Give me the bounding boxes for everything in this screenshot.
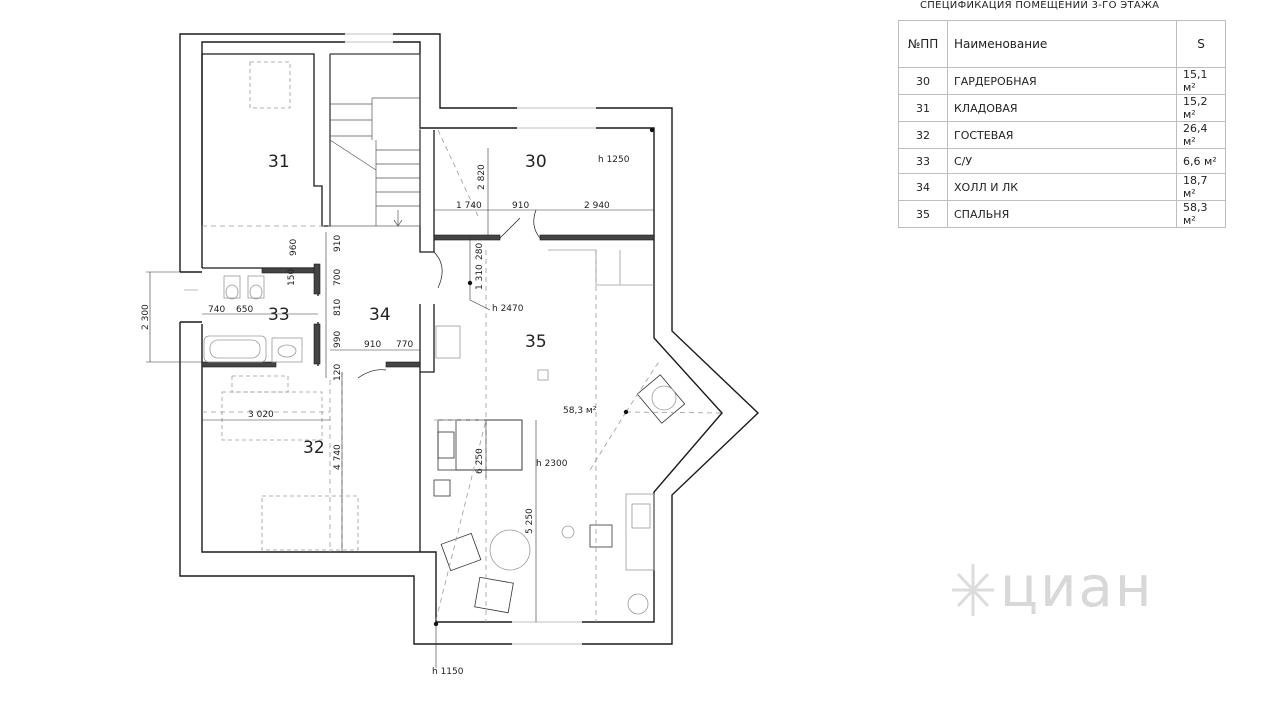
row-name: ХОЛЛ И ЛК	[947, 173, 1177, 201]
table-row: 31 КЛАДОВАЯ 15,2 м²	[898, 94, 1226, 122]
height-label: h 2470	[492, 304, 524, 314]
dim-label: 770	[396, 340, 413, 350]
row-num: 34	[898, 173, 948, 201]
furniture	[202, 61, 723, 622]
row-name: СПАЛЬНЯ	[947, 200, 1177, 228]
dim-label: 5 250	[525, 508, 535, 534]
room-30-label: 30	[525, 152, 547, 172]
dim-label: 150	[287, 269, 297, 286]
dim-label: 2 940	[584, 201, 610, 211]
table-row: 30 ГАРДЕРОБНАЯ 15,1 м²	[898, 67, 1226, 95]
row-area: 18,7 м²	[1176, 173, 1226, 201]
room-33-label: 33	[268, 305, 290, 325]
table-row: 34 ХОЛЛ И ЛК 18,7 м²	[898, 173, 1226, 201]
header-area: S	[1176, 20, 1226, 68]
dim-label: 990	[333, 331, 343, 348]
row-area: 15,1 м²	[1176, 67, 1226, 95]
dim-label: 2 820	[477, 164, 487, 190]
dim-label: 6 250	[475, 448, 485, 474]
row-num: 30	[898, 67, 948, 95]
height-label: h 1250	[598, 155, 630, 165]
room-labels: 30 31 32 33 34 35 58,3 м²	[268, 152, 597, 458]
header-name: Наименование	[947, 20, 1177, 68]
dim-label: 120	[333, 364, 343, 381]
row-num: 35	[898, 200, 948, 228]
dim-label: 910	[512, 201, 529, 211]
dim-label: 960	[289, 239, 299, 256]
row-num: 31	[898, 94, 948, 122]
row-name: ГОСТЕВАЯ	[947, 121, 1177, 149]
row-area: 15,2 м²	[1176, 94, 1226, 122]
row-name: ГАРДЕРОБНАЯ	[947, 67, 1177, 95]
staircase	[329, 53, 421, 227]
spec-title: СПЕЦИФИКАЦИЯ ПОМЕЩЕНИЙ 3-ГО ЭТАЖА	[920, 0, 1160, 11]
height-labels: h 1250 h 2470 h 2300 h 1150	[432, 155, 630, 677]
dim-label: 4 740	[333, 444, 343, 470]
dim-label: 810	[333, 299, 343, 316]
dim-label: 650	[236, 305, 253, 315]
watermark: циан	[1000, 555, 1154, 620]
table-row: 33 С/У 6,6 м²	[898, 148, 1226, 174]
height-label: h 1150	[432, 667, 464, 677]
dim-label: 280	[475, 243, 485, 260]
height-label: h 2300	[536, 459, 568, 469]
dimension-lines	[146, 148, 654, 622]
dim-label: 700	[333, 269, 343, 286]
spec-header-row: №ПП Наименование S	[898, 20, 1226, 68]
row-area: 6,6 м²	[1176, 148, 1226, 174]
room-32-label: 32	[303, 438, 325, 458]
row-num: 33	[898, 148, 948, 174]
dim-label: 740	[208, 305, 225, 315]
header-num: №ПП	[898, 20, 948, 68]
table-row: 35 СПАЛЬНЯ 58,3 м²	[898, 200, 1226, 228]
table-row: 32 ГОСТЕВАЯ 26,4 м²	[898, 121, 1226, 149]
row-name: КЛАДОВАЯ	[947, 94, 1177, 122]
room-31-label: 31	[268, 152, 290, 172]
dim-label: 910	[333, 235, 343, 252]
dim-label: 1 310	[475, 264, 485, 290]
watermark-logo-icon	[952, 564, 994, 616]
dim-label: 1 740	[456, 201, 482, 211]
row-name: С/У	[947, 148, 1177, 174]
row-area: 58,3 м²	[1176, 200, 1226, 228]
room-35-area: 58,3 м²	[563, 406, 597, 416]
room-spec-table: №ПП Наименование S 30 ГАРДЕРОБНАЯ 15,1 м…	[898, 20, 1226, 228]
exterior-walls	[179, 33, 760, 645]
dim-label: 3 020	[248, 410, 274, 420]
dimension-labels: 2 820 1 740 910 2 940 960 910 280 150 70…	[141, 164, 610, 534]
dim-label: 2 300	[141, 304, 151, 330]
row-num: 32	[898, 121, 948, 149]
row-area: 26,4 м²	[1176, 121, 1226, 149]
partition-walls	[201, 234, 655, 368]
room-35-label: 35	[525, 332, 547, 352]
room-34-label: 34	[369, 305, 391, 325]
dim-label: 910	[364, 340, 381, 350]
